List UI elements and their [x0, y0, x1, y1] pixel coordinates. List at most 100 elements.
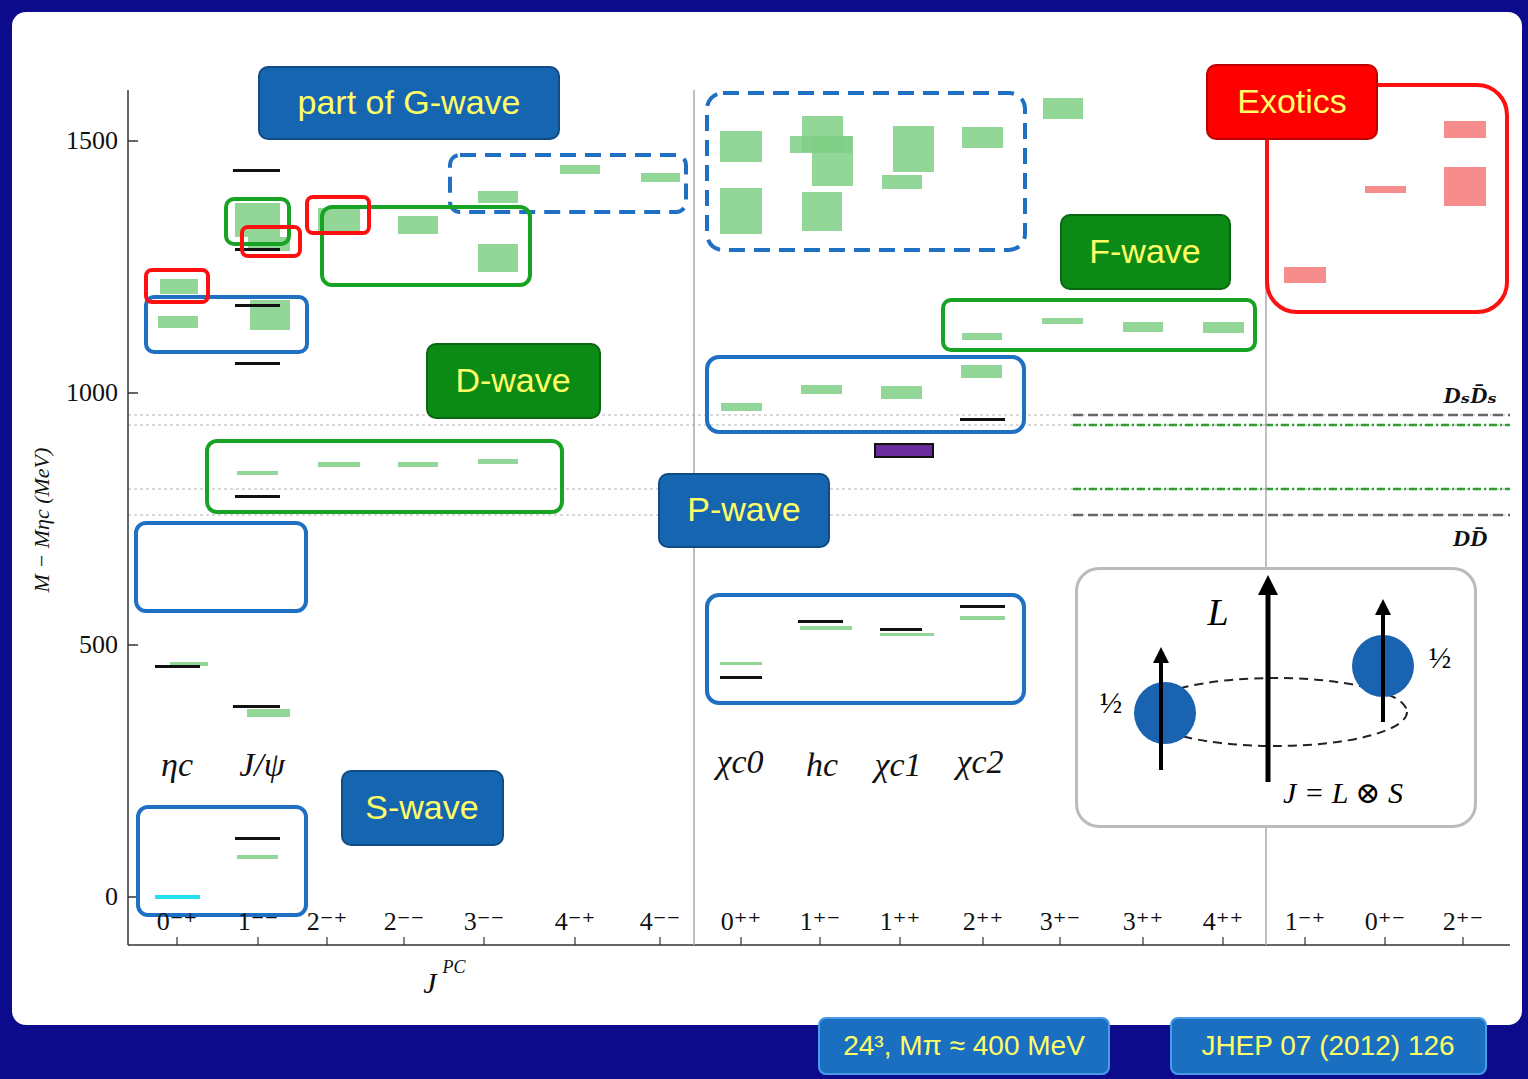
- inset-panel: L ½ ½ J = L ⊗ S: [1075, 567, 1477, 828]
- mass-bar: [1444, 121, 1486, 138]
- group-outline: [138, 807, 306, 915]
- inset-text: L: [1207, 592, 1228, 634]
- threshold-line: [1073, 514, 1510, 517]
- group-outline: [207, 441, 562, 512]
- spin-arrow: [1381, 607, 1385, 722]
- axis-tick: [574, 937, 575, 945]
- tick-label: 3⁻⁻: [464, 908, 504, 937]
- tick-label: 1⁺⁺: [880, 908, 920, 937]
- mass-bar: [720, 676, 762, 679]
- mass-bar: [961, 365, 1002, 378]
- mass-bar: [880, 628, 922, 631]
- state-name: χc1: [874, 746, 921, 783]
- axis-tick: [403, 937, 404, 945]
- axis-tick: [1304, 937, 1305, 945]
- axis-tick: [176, 937, 177, 945]
- wave-label: P-wave: [658, 473, 830, 548]
- mass-bar: [235, 495, 280, 498]
- wave-label: S-wave: [341, 770, 504, 846]
- tick-label: 1⁻⁺: [1285, 908, 1325, 937]
- mass-bar: [478, 459, 518, 464]
- mass-bar: [798, 620, 843, 623]
- mass-bar: [233, 705, 280, 708]
- mass-bar: [247, 709, 290, 717]
- mass-bar: [1123, 322, 1163, 332]
- wave-label: part of G-wave: [258, 66, 560, 140]
- mass-bar: [960, 616, 1005, 620]
- axis-tick: [128, 140, 138, 142]
- mass-bar: [812, 136, 853, 186]
- mass-bar: [158, 316, 198, 328]
- inset-text: ½: [1100, 686, 1123, 719]
- inset-text: J = L ⊗ S: [1283, 776, 1403, 809]
- group-outline: [707, 595, 1024, 703]
- label-text: JHEP 07 (2012) 126: [1201, 1031, 1454, 1062]
- axis-tick: [128, 644, 138, 646]
- tick-label: 2⁺⁺: [963, 908, 1003, 937]
- threshold-label: DD̄: [1453, 525, 1488, 551]
- axis-title: J: [423, 966, 436, 999]
- group-outline: [146, 270, 208, 302]
- tick-label: 1000: [66, 379, 118, 408]
- threshold-line: [1073, 414, 1510, 417]
- group-outline: [450, 155, 686, 212]
- mass-bar: [641, 173, 680, 182]
- mass-bar: [881, 386, 922, 399]
- threshold-line: [1073, 424, 1510, 427]
- tick-label: 1⁺⁻: [800, 908, 840, 937]
- label-text: D-wave: [455, 362, 570, 399]
- mass-bar: [1043, 98, 1083, 119]
- mass-bar: [1284, 267, 1326, 283]
- mass-bar: [478, 191, 518, 203]
- group-outline: [322, 207, 530, 285]
- threshold-label: DₛD̄ₛ: [1443, 382, 1497, 408]
- mass-bar: [318, 462, 360, 467]
- axis-tick: [1462, 937, 1463, 945]
- axis-tick: [1142, 937, 1143, 945]
- mass-bar: [235, 837, 280, 840]
- axis-tick: [326, 937, 327, 945]
- tick-label: 3⁺⁺: [1123, 908, 1163, 937]
- tick-label: 0⁺⁺: [721, 908, 761, 937]
- mass-bar: [802, 192, 842, 231]
- group-outline: [707, 93, 1025, 250]
- state-name: hc: [806, 746, 838, 783]
- mass-bar: [478, 244, 518, 272]
- axis-title: PC: [442, 958, 465, 978]
- tick-label: 0⁺⁻: [1365, 908, 1405, 937]
- quark: [1134, 682, 1196, 744]
- group-outline: [307, 197, 369, 233]
- mass-bar: [720, 131, 762, 162]
- inset-text: ½: [1429, 641, 1452, 674]
- label-text: 24³, Mπ ≈ 400 MeV: [843, 1031, 1085, 1062]
- mass-bar: [960, 418, 1005, 421]
- mass-bar: [155, 895, 200, 899]
- tick-label: 0⁻⁺: [157, 908, 197, 937]
- tick-label: 0: [105, 883, 118, 912]
- mass-bar: [720, 662, 762, 665]
- tick-label: 3⁺⁻: [1040, 908, 1080, 937]
- state-name: ηc: [161, 746, 193, 783]
- mass-bar: [721, 403, 762, 411]
- tick-label: 4⁻⁺: [555, 908, 595, 937]
- axis-tick: [1222, 937, 1223, 945]
- spin-arrow: [1266, 585, 1271, 782]
- axis-tick: [257, 937, 258, 945]
- group-outline: [707, 357, 1024, 432]
- mass-bar: [875, 444, 933, 457]
- group-outline: [242, 227, 300, 256]
- mass-bar: [237, 471, 278, 475]
- tick-label: 2⁻⁻: [384, 908, 424, 937]
- wave-label: F-wave: [1060, 214, 1231, 290]
- mass-bar: [398, 462, 438, 467]
- mass-bar: [235, 304, 280, 307]
- tick-label: 1⁻⁻: [238, 908, 278, 937]
- tick-label: 1500: [66, 127, 118, 156]
- mass-bar: [560, 165, 600, 174]
- mass-bar: [1042, 318, 1083, 324]
- mass-bar: [233, 169, 280, 172]
- wave-label: Exotics: [1206, 64, 1378, 140]
- mass-bar: [1365, 186, 1406, 193]
- mass-bar: [960, 605, 1005, 608]
- spin-arrow: [1159, 655, 1163, 770]
